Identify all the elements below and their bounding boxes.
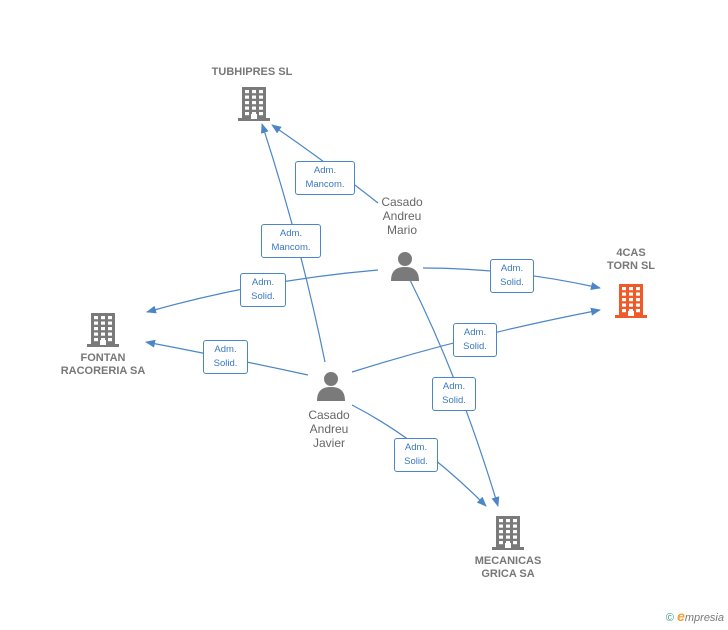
- edge-label-javier-mecanicas[interactable]: Adm. Solid.: [394, 438, 438, 472]
- node-label: TUBHIPRES SL: [192, 66, 312, 79]
- node-label: FONTAN RACORERIA SA: [43, 352, 163, 378]
- role-line: Adm.: [404, 442, 428, 453]
- copyright-icon: ©: [665, 612, 675, 624]
- role-line: Adm.: [463, 327, 487, 338]
- person-icon: [317, 372, 345, 401]
- role-line: Solid.: [404, 456, 428, 467]
- label-line: Javier: [312, 436, 345, 450]
- edge-label-javier-4cas[interactable]: Adm. Solid.: [453, 323, 497, 357]
- edge-label-mario-fontan[interactable]: Adm. Solid.: [240, 273, 286, 307]
- label-line: GRICA SA: [481, 568, 535, 580]
- label-line: Casado: [308, 408, 350, 422]
- role-line: Adm.: [279, 228, 303, 239]
- label-line: Andreu: [309, 422, 349, 436]
- role-line: Adm.: [214, 344, 237, 355]
- role-line: Solid.: [251, 291, 275, 302]
- label-line: Mario: [386, 223, 417, 237]
- role-line: Adm.: [500, 263, 524, 274]
- label-line: MECANICAS: [474, 555, 542, 567]
- role-line: Adm.: [442, 381, 466, 392]
- role-line: Adm.: [313, 165, 337, 176]
- edge-label-mario-mecanicas[interactable]: Adm. Solid.: [432, 377, 476, 411]
- label-line: TORN SL: [606, 260, 656, 272]
- edge-label-javier-tubhipres[interactable]: Adm. Mancom.: [261, 224, 321, 258]
- footer-brand: © empresia: [666, 608, 724, 624]
- label-line: Casado: [381, 195, 423, 209]
- building-icon: [238, 87, 270, 121]
- label-line: 4CAS: [616, 247, 646, 259]
- person-icon: [391, 252, 419, 281]
- role-line: Solid.: [500, 277, 524, 288]
- role-line: Solid.: [463, 341, 487, 352]
- edge-label-mario-4cas[interactable]: Adm. Solid.: [490, 259, 534, 293]
- role-line: Adm.: [251, 277, 275, 288]
- label-line: RACORERIA SA: [60, 365, 146, 377]
- brand-name: mpresia: [684, 612, 724, 624]
- node-label: Casado Andreu Mario: [362, 195, 442, 237]
- node-label: 4CAS TORN SL: [581, 247, 681, 273]
- label-line: Andreu: [382, 209, 422, 223]
- building-icon: [87, 313, 119, 347]
- label-line: FONTAN: [80, 352, 126, 364]
- role-line: Solid.: [213, 358, 238, 369]
- building-icon: [492, 516, 524, 550]
- role-line: Mancom.: [305, 179, 345, 190]
- label-line: TUBHIPRES SL: [211, 66, 293, 78]
- role-line: Solid.: [442, 395, 466, 406]
- edge-label-mario-tubhipres[interactable]: Adm. Mancom.: [295, 161, 355, 195]
- node-label: Casado Andreu Javier: [289, 408, 369, 450]
- edge-label-javier-fontan[interactable]: Adm. Solid.: [203, 340, 248, 374]
- building-icon: [615, 284, 647, 318]
- role-line: Mancom.: [271, 242, 311, 253]
- brand-initial: e: [677, 608, 685, 624]
- node-label: MECANICAS GRICA SA: [448, 555, 568, 581]
